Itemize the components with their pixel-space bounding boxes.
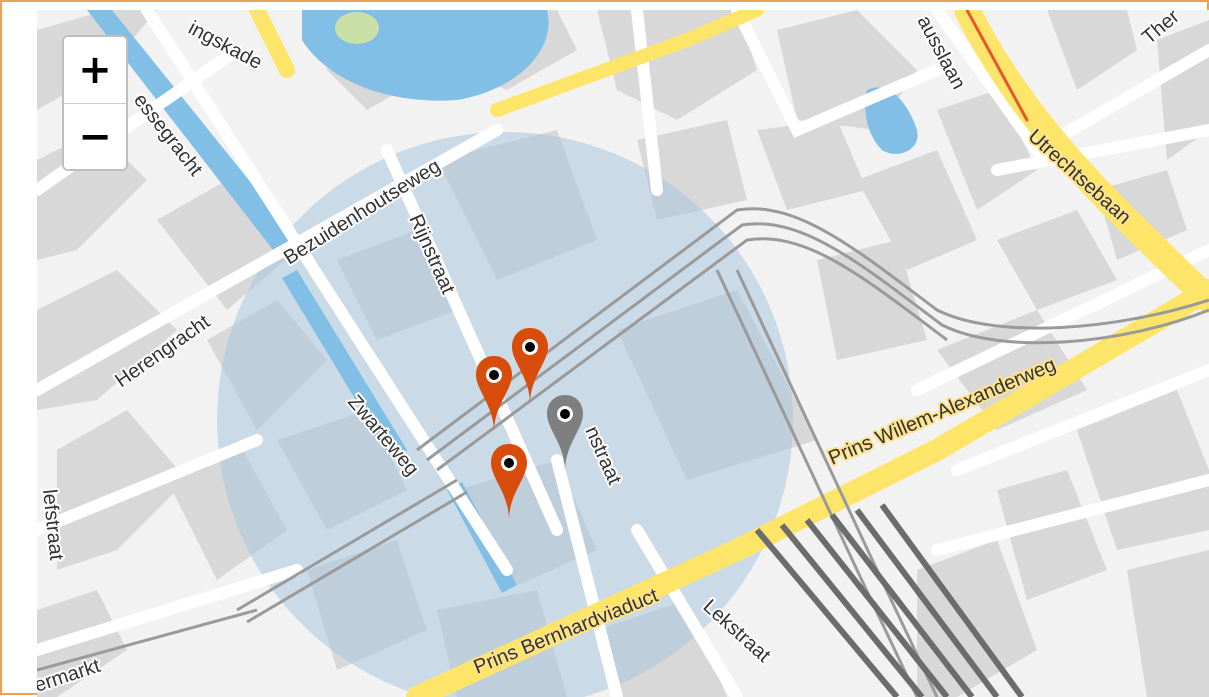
zoom-in-button[interactable]: +: [64, 37, 126, 103]
station-platforms: [754, 503, 1025, 697]
zoom-control: + −: [62, 35, 128, 171]
water-bodies: [87, 10, 918, 593]
zoom-out-button[interactable]: −: [64, 103, 126, 169]
major-roads: [249, 10, 1209, 697]
map-canvas[interactable]: ingskade Bezuidenhoutseweg Rijnstraat ns…: [37, 10, 1209, 697]
map-viewport[interactable]: ingskade Bezuidenhoutseweg Rijnstraat ns…: [37, 10, 1209, 697]
